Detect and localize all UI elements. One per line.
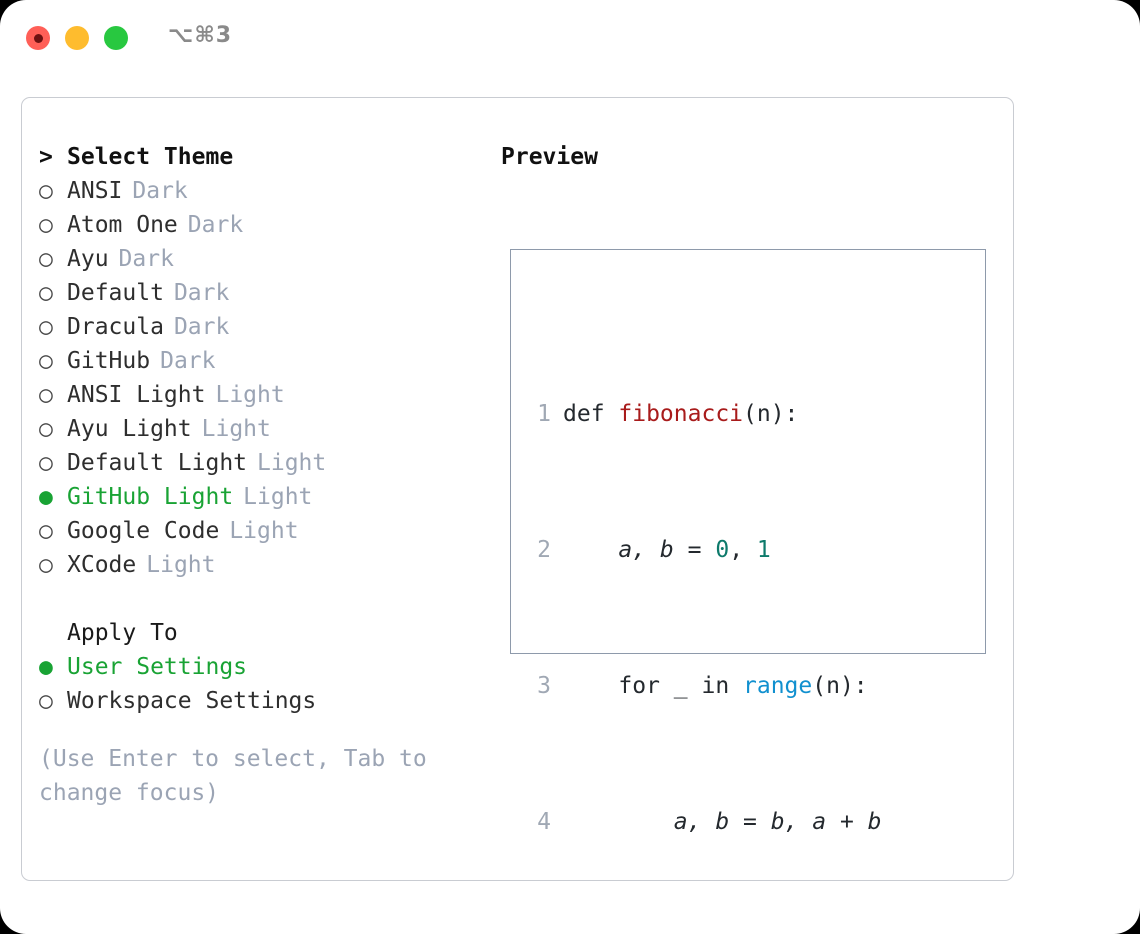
code-token: , bbox=[729, 537, 757, 563]
title-bar: ⌥⌘3 bbox=[0, 0, 1140, 76]
code-token-number: 0 bbox=[715, 537, 730, 563]
code-sample: 1 def fibonacci(n): 2 a, b = 0, 1 3 for … bbox=[525, 295, 895, 934]
theme-option-google-code-light[interactable]: ○ Google Code Light bbox=[39, 518, 489, 552]
theme-name: XCode bbox=[67, 552, 137, 578]
radio-unselected-icon[interactable]: ○ bbox=[39, 416, 53, 442]
theme-name: ANSI Light bbox=[67, 382, 206, 408]
code-line: 4 a, b = b, a + b bbox=[525, 805, 895, 839]
radio-unselected-icon[interactable]: ○ bbox=[39, 382, 53, 408]
close-button[interactable] bbox=[26, 26, 50, 50]
main-panel: > Select Theme ○ ANSI Dark ○ Atom One Da… bbox=[21, 97, 1014, 881]
radio-unselected-icon[interactable]: ○ bbox=[39, 688, 53, 714]
code-token: (n): bbox=[743, 401, 799, 427]
theme-variant-tag: Dark bbox=[160, 348, 216, 374]
theme-name: Dracula bbox=[67, 314, 164, 340]
theme-variant-tag: Light bbox=[243, 484, 313, 510]
maximize-button[interactable] bbox=[104, 26, 128, 50]
theme-option-default-dark[interactable]: ○ Default Dark bbox=[39, 280, 489, 314]
close-active-dot bbox=[33, 33, 43, 43]
theme-name: GitHub bbox=[67, 348, 151, 374]
code-token-number: 1 bbox=[756, 537, 771, 563]
theme-variant-tag: Dark bbox=[187, 212, 244, 238]
theme-option-atom-one-dark[interactable]: ○ Atom One Dark bbox=[39, 212, 489, 246]
radio-unselected-icon[interactable]: ○ bbox=[39, 348, 53, 374]
code-token: for _ in bbox=[563, 673, 744, 699]
line-number: 4 bbox=[537, 809, 551, 835]
radio-unselected-icon[interactable]: ○ bbox=[39, 450, 53, 476]
line-number: 2 bbox=[537, 537, 551, 563]
theme-variant-tag: Light bbox=[215, 382, 285, 408]
radio-unselected-icon[interactable]: ○ bbox=[39, 314, 53, 340]
theme-variant-tag: Light bbox=[257, 450, 327, 476]
theme-option-ayu-light[interactable]: ○ Ayu Light Light bbox=[39, 416, 489, 450]
code-line: 2 a, b = 0, 1 bbox=[525, 533, 895, 567]
theme-variant-tag: Dark bbox=[173, 314, 230, 340]
traffic-lights bbox=[26, 26, 128, 50]
radio-unselected-icon[interactable]: ○ bbox=[39, 212, 53, 238]
theme-name: Default Light bbox=[67, 450, 248, 476]
radio-unselected-icon[interactable]: ○ bbox=[39, 178, 53, 204]
selection-arrow-icon: > bbox=[39, 144, 53, 170]
theme-picker-column: > Select Theme ○ ANSI Dark ○ Atom One Da… bbox=[39, 144, 489, 810]
theme-name: ANSI bbox=[67, 178, 123, 204]
line-number: 3 bbox=[537, 673, 551, 699]
radio-unselected-icon[interactable]: ○ bbox=[39, 246, 53, 272]
radio-unselected-icon[interactable]: ○ bbox=[39, 552, 53, 578]
theme-name: Ayu Light bbox=[67, 416, 192, 442]
theme-picker-heading: > Select Theme bbox=[39, 144, 234, 170]
keyboard-hint-text: (Use Enter to select, Tab to change focu… bbox=[39, 746, 427, 806]
theme-option-github-dark[interactable]: ○ GitHub Dark bbox=[39, 348, 489, 382]
theme-name: GitHub Light bbox=[67, 484, 234, 510]
theme-variant-tag: Dark bbox=[132, 178, 188, 204]
apply-to-option-user-settings[interactable]: ● User Settings bbox=[39, 654, 489, 688]
radio-unselected-icon[interactable]: ○ bbox=[39, 518, 53, 544]
minimize-button[interactable] bbox=[65, 26, 89, 50]
theme-variant-tag: Light bbox=[229, 518, 299, 544]
keyboard-shortcut-label: ⌥⌘3 bbox=[168, 23, 233, 48]
theme-variant-tag: Light bbox=[146, 552, 216, 578]
theme-option-xcode-light[interactable]: ○ XCode Light bbox=[39, 552, 489, 586]
section-spacer bbox=[39, 586, 489, 620]
preview-column: Preview 1 def fibonacci(n): 2 a, b = 0, … bbox=[501, 144, 1001, 835]
code-line: 3 for _ in range(n): bbox=[525, 669, 895, 703]
theme-variant-tag: Light bbox=[201, 416, 271, 442]
theme-option-github-light[interactable]: ● GitHub Light Light bbox=[39, 484, 489, 518]
preview-title: Preview bbox=[501, 144, 598, 170]
theme-name: Default bbox=[67, 280, 164, 306]
apply-to-label: User Settings bbox=[67, 654, 248, 680]
theme-option-ansi-light[interactable]: ○ ANSI Light Light bbox=[39, 382, 489, 416]
code-token: a, b = bbox=[563, 537, 716, 563]
radio-unselected-icon[interactable]: ○ bbox=[39, 280, 53, 306]
code-token-function: fibonacci bbox=[618, 401, 744, 427]
code-token: (n): bbox=[812, 673, 868, 699]
theme-name: Google Code bbox=[67, 518, 220, 544]
apply-to-label: Workspace Settings bbox=[67, 688, 317, 714]
apply-to-heading: Apply To bbox=[67, 620, 178, 646]
code-token: def bbox=[563, 401, 619, 427]
code-token-builtin: range bbox=[743, 673, 813, 699]
theme-option-dracula-dark[interactable]: ○ Dracula Dark bbox=[39, 314, 489, 348]
radio-selected-icon[interactable]: ● bbox=[39, 654, 53, 680]
theme-name: Ayu bbox=[67, 246, 109, 272]
apply-to-option-workspace-settings[interactable]: ○ Workspace Settings bbox=[39, 688, 489, 722]
code-line: 1 def fibonacci(n): bbox=[525, 397, 895, 431]
theme-option-ansi-dark[interactable]: ○ ANSI Dark bbox=[39, 178, 489, 212]
code-token: a, b = b, a + b bbox=[563, 809, 882, 835]
preview-box: 1 def fibonacci(n): 2 a, b = 0, 1 3 for … bbox=[510, 249, 986, 835]
theme-variant-tag: Dark bbox=[118, 246, 174, 272]
line-number: 1 bbox=[537, 401, 551, 427]
theme-variant-tag: Dark bbox=[173, 280, 230, 306]
theme-option-ayu-dark[interactable]: ○ Ayu Dark bbox=[39, 246, 489, 280]
theme-option-default-light[interactable]: ○ Default Light Light bbox=[39, 450, 489, 484]
theme-name: Atom One bbox=[67, 212, 178, 238]
radio-selected-icon[interactable]: ● bbox=[39, 484, 53, 510]
